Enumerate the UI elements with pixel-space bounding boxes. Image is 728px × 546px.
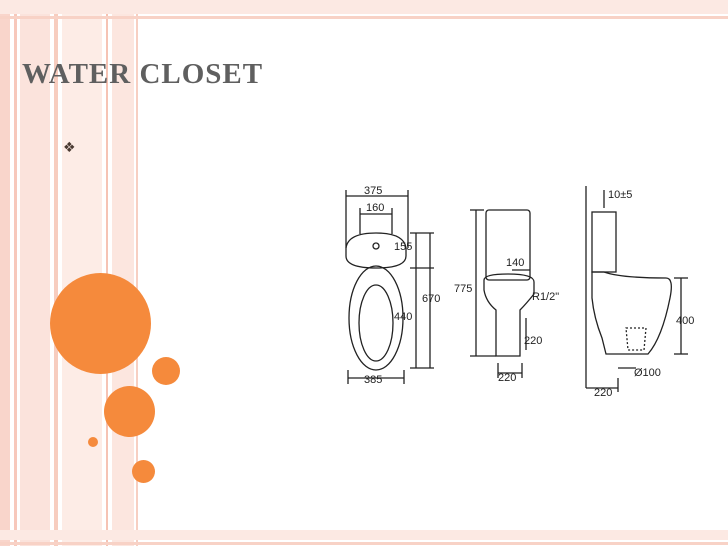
decor-stripe (20, 0, 50, 546)
dim-side-total: 775 (454, 283, 472, 295)
profile-tank (591, 211, 617, 273)
front-tank (345, 232, 407, 269)
dim-side-base: 220 (498, 372, 516, 384)
decor-band (0, 0, 728, 14)
decor-stripe (136, 0, 138, 546)
decor-band (0, 530, 728, 540)
decor-stripe (0, 0, 10, 546)
slide-title: WATER CLOSET (22, 58, 264, 90)
front-bowl (348, 265, 404, 371)
dim-profile-gap: 10±5 (608, 189, 632, 201)
dim-profile-seat: 400 (676, 315, 694, 327)
dim-profile-outlet: Ø100 (634, 367, 661, 379)
dim-front-inner: 160 (366, 202, 384, 214)
decor-band (0, 16, 728, 19)
decor-band (0, 542, 728, 545)
decor-circle (152, 357, 180, 385)
dim-side-outlet: 220 (524, 335, 542, 347)
dim-side-thread: R1/2" (532, 291, 559, 303)
dim-profile-offset: 220 (594, 387, 612, 398)
profile-bowl (591, 271, 672, 355)
decor-circle-small (88, 437, 98, 447)
decor-stripe (54, 0, 58, 546)
side-tank (485, 209, 531, 281)
decor-circle-large (50, 273, 151, 374)
decor-stripe (14, 0, 17, 546)
dim-front-tank: 155 (394, 241, 412, 253)
side-bowl (483, 273, 535, 357)
dim-front-width: 375 (364, 185, 382, 197)
diamond-bullet-icon: ❖ (63, 140, 76, 156)
dim-front-bowl: 440 (394, 311, 412, 323)
dim-side-inlet: 140 (506, 257, 524, 269)
decor-circle-medium (104, 386, 155, 437)
water-closet-technical-drawing: 375 160 155 440 670 385 775 140 R1/2" 22… (345, 185, 694, 398)
dim-front-base: 385 (364, 374, 382, 386)
decor-circle (132, 460, 155, 483)
front-bowl-inner (358, 284, 394, 362)
dim-front-total: 670 (422, 293, 440, 305)
